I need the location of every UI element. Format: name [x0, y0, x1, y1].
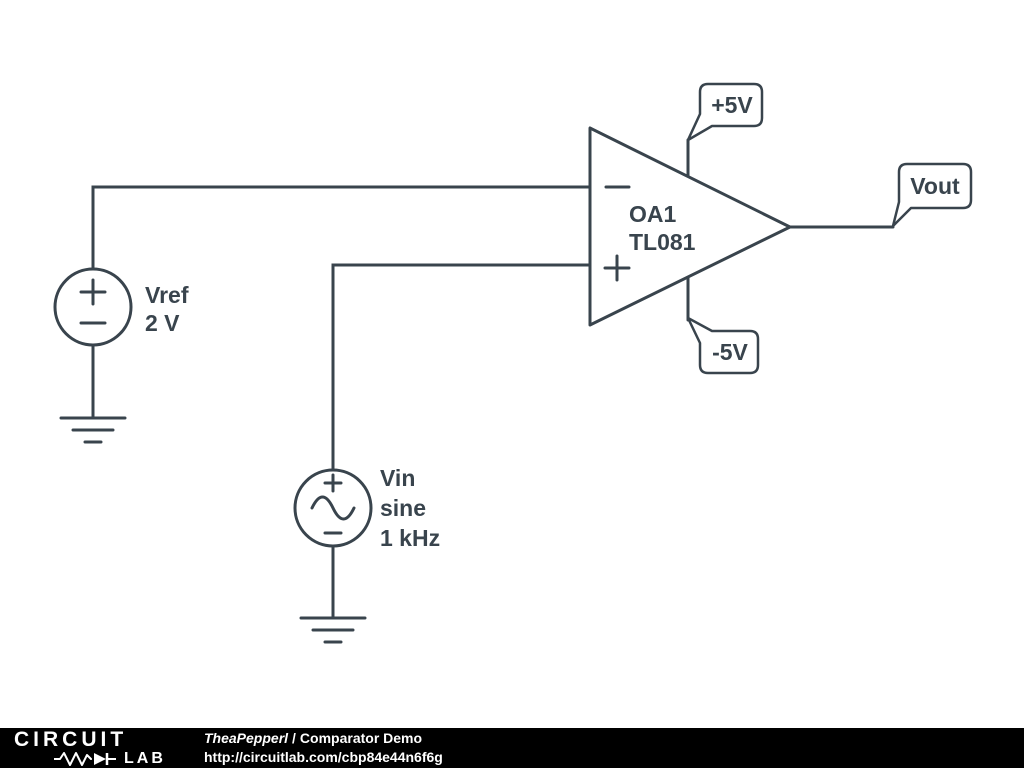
vref-body	[53, 267, 133, 347]
flag-vneg: -5V	[686, 316, 760, 375]
logo-bottom-row: LAB	[14, 751, 190, 767]
diode-icon	[94, 753, 106, 765]
circuitlab-logo: CIRCUIT LAB	[0, 729, 190, 767]
footer-info: TheaPepperl/Comparator Demo http://circu…	[190, 729, 443, 767]
flag-vout: Vout	[891, 162, 973, 228]
opamp-name-label: OA1	[629, 201, 677, 227]
vin-waveform-label: sine	[380, 495, 426, 521]
opamp: OA1 TL081	[588, 126, 792, 327]
logo-lab-text: LAB	[124, 750, 166, 767]
wire-vin-to-plus-input	[331, 263, 592, 472]
vneg-flag-label: -5V	[712, 339, 748, 365]
author-name: TheaPepperl	[204, 730, 289, 746]
wires	[91, 138, 895, 620]
share-url[interactable]: http://circuitlab.com/cbp84e44n6f6g	[204, 749, 443, 765]
separator: /	[292, 730, 296, 746]
vpos-flag-shape	[686, 82, 764, 142]
vout-flag-shape	[891, 162, 973, 228]
noninverting-input-icon	[603, 254, 631, 282]
vin-frequency-label: 1 kHz	[380, 525, 440, 551]
author-title-line: TheaPepperl/Comparator Demo	[204, 729, 443, 748]
plus-terminal-icon	[79, 278, 107, 306]
vout-flag-label: Vout	[910, 173, 960, 199]
opamp-part-label: TL081	[629, 229, 696, 255]
vpos-flag-label: +5V	[711, 92, 753, 118]
sine-wave-icon	[310, 495, 356, 521]
opamp-body	[588, 126, 792, 327]
vref-value-label: 2 V	[145, 310, 180, 336]
footer-bar: CIRCUIT LAB TheaPepperl/Comparator Demo …	[0, 728, 1024, 768]
schematic-title: Comparator Demo	[299, 730, 423, 746]
schematic-canvas: Vref 2 V Vin sine 1 kHz	[53, 82, 973, 644]
vin-ground-icon	[299, 616, 367, 644]
vref-ground-icon	[59, 416, 127, 444]
plus-terminal-icon	[323, 473, 343, 493]
vin-name-label: Vin	[380, 465, 415, 491]
resistor-zigzag-icon	[54, 752, 116, 766]
wire-vref-to-minus-input	[91, 185, 592, 271]
vref-name-label: Vref	[145, 282, 189, 308]
logo-circuit-text: CIRCUIT	[14, 728, 128, 751]
vref-source: Vref 2 V	[53, 267, 189, 347]
vneg-flag-shape	[686, 316, 760, 375]
flag-vpos: +5V	[686, 82, 764, 142]
vin-source: Vin sine 1 kHz	[293, 465, 440, 551]
